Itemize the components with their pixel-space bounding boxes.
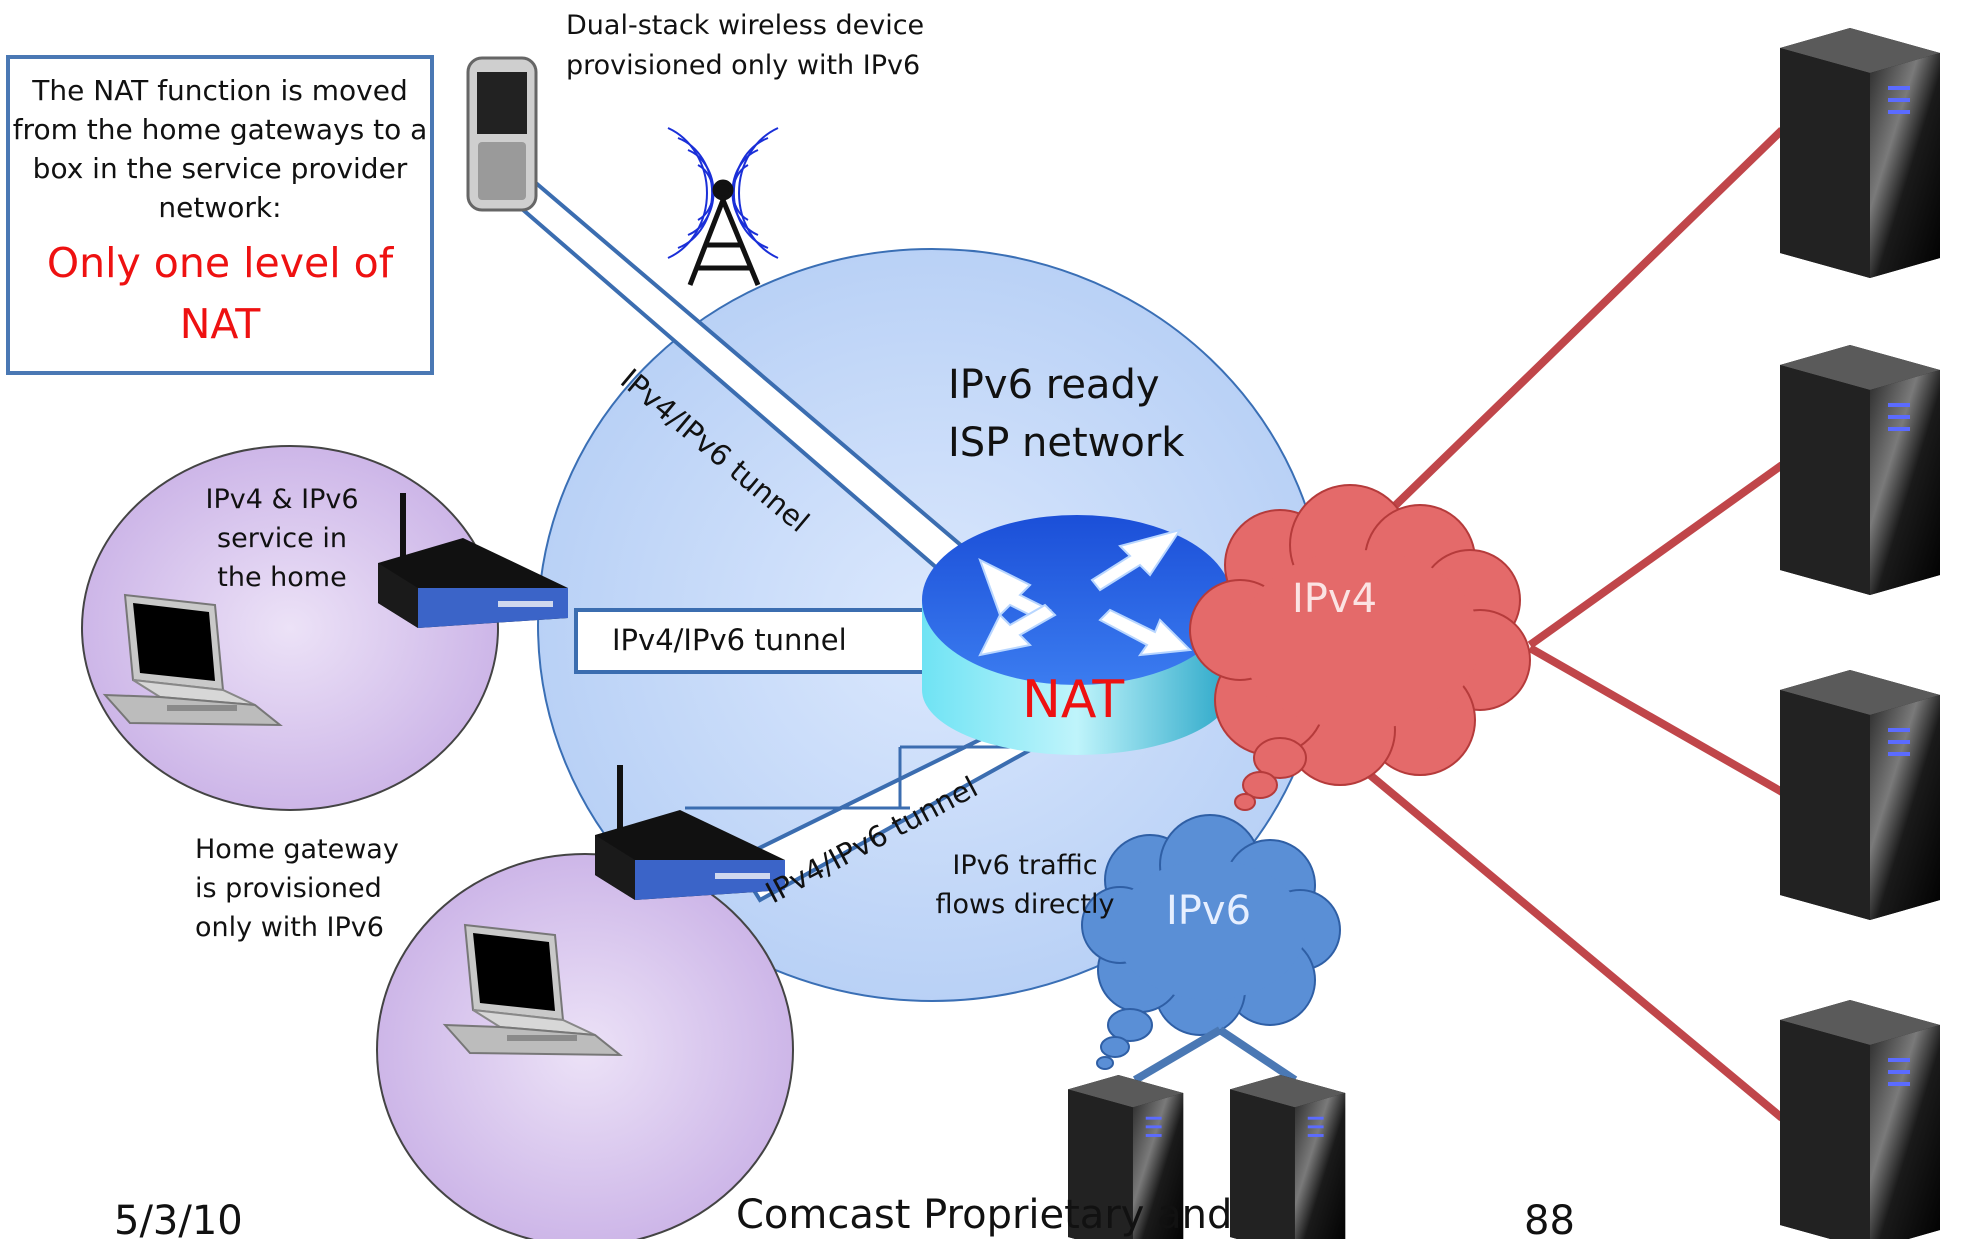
tunnel-home1-label: IPv4/IPv6 tunnel: [612, 623, 847, 657]
label-line: IPv4 & IPv6: [205, 484, 359, 515]
server-icon: [1780, 1000, 1940, 1244]
ipv6-cloud-icon: [1081, 814, 1341, 1070]
note-line: network:: [158, 191, 282, 224]
label-line: ISP network: [948, 420, 1185, 466]
ipv6-traffic-label: IPv6 traffic flows directly: [930, 846, 1120, 924]
footer-page: 88: [1524, 1198, 1575, 1244]
note-highlight-line: Only one level of: [46, 239, 394, 287]
server-icon: [1230, 1075, 1346, 1244]
label-line: Home gateway: [195, 834, 399, 865]
label-line: the home: [217, 562, 347, 593]
mobile-phone-icon: [466, 56, 538, 212]
label-line: only with IPv6: [195, 912, 384, 943]
label-line: provisioned only with IPv6: [566, 50, 921, 81]
nat-label: NAT: [1022, 670, 1125, 730]
note-line: box in the service provider: [32, 152, 408, 185]
home-gateway-label: Home gateway is provisioned only with IP…: [195, 830, 399, 947]
server-icon: [1780, 28, 1940, 278]
nat-router-icon: [922, 515, 1232, 755]
note-line: The NAT function is moved: [32, 74, 408, 107]
label-line: service in: [217, 523, 347, 554]
server-icon: [1780, 670, 1940, 920]
ipv4-cloud-label: IPv4: [1292, 576, 1378, 622]
home-service-label: IPv4 & IPv6 service in the home: [186, 480, 378, 597]
label-line: Dual-stack wireless device: [566, 10, 925, 41]
server-icon: [1780, 345, 1940, 595]
ipv6-links: [1132, 1026, 1298, 1084]
label-line: flows directly: [935, 889, 1115, 920]
wireless-device-label: Dual-stack wireless device provisioned o…: [566, 6, 924, 86]
ipv6-cloud-label: IPv6: [1166, 888, 1252, 934]
note-box: The NAT function is moved from the home …: [6, 55, 434, 375]
label-line: IPv6 traffic: [952, 850, 1098, 881]
label-line: is provisioned: [195, 873, 382, 904]
isp-network-label: IPv6 ready ISP network: [948, 356, 1184, 472]
ipv4-links: [1365, 127, 1785, 1122]
ipv4-cloud-icon: [1189, 484, 1531, 811]
footer-center: Comcast Proprietary and: [736, 1192, 1233, 1238]
note-highlight-line: NAT: [179, 300, 261, 348]
footer-date: 5/3/10: [114, 1198, 243, 1244]
label-line: IPv6 ready: [948, 362, 1160, 408]
note-line: from the home gateways to a: [12, 113, 428, 146]
